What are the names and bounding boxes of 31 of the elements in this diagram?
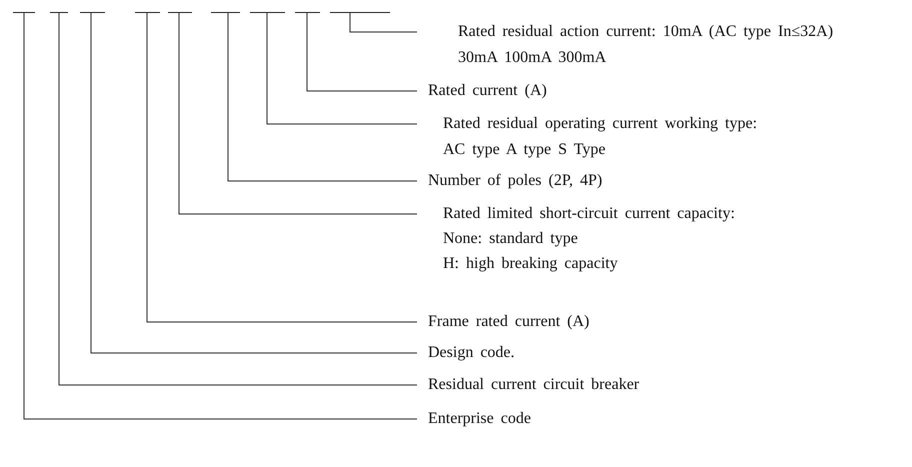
blank-line (50, 12, 68, 13)
leader-line (228, 12, 418, 182)
option-text: 30mA 100mA 300mA (457, 48, 608, 68)
description-text: Design code. (428, 343, 515, 363)
blank-line (80, 12, 105, 13)
description-text: Rated current (A) (428, 81, 547, 101)
option-text: None: standard type (442, 229, 579, 249)
option-text: AC type A type S Type (442, 140, 606, 160)
description-text: Frame rated current (A) (428, 312, 590, 332)
blank-line (330, 12, 390, 13)
leader-line (178, 12, 418, 214)
description-text: Rated residual operating current working type: (442, 114, 758, 134)
blank-line (168, 12, 192, 13)
blank-line (13, 12, 35, 13)
leader-line (146, 12, 418, 322)
leader-line (350, 12, 418, 32)
description-text: Rated residual action current: 10mA (AC type In≤32A) (457, 22, 834, 42)
description-text: Number of poles (2P, 4P) (428, 171, 602, 191)
blank-line (295, 12, 320, 13)
leader-line (266, 12, 418, 124)
leader-line (58, 12, 418, 386)
leader-line (306, 12, 418, 92)
leader-line (90, 12, 418, 354)
description-text: Residual current circuit breaker (428, 375, 640, 395)
option-text: H: high breaking capacity (442, 254, 619, 274)
leader-line (24, 12, 418, 420)
blank-line (211, 12, 240, 13)
blank-line (135, 12, 160, 13)
description-text: Enterprise code (428, 409, 531, 429)
blank-line (250, 12, 285, 13)
description-text: Rated limited short-circuit current capacity: (442, 204, 735, 224)
